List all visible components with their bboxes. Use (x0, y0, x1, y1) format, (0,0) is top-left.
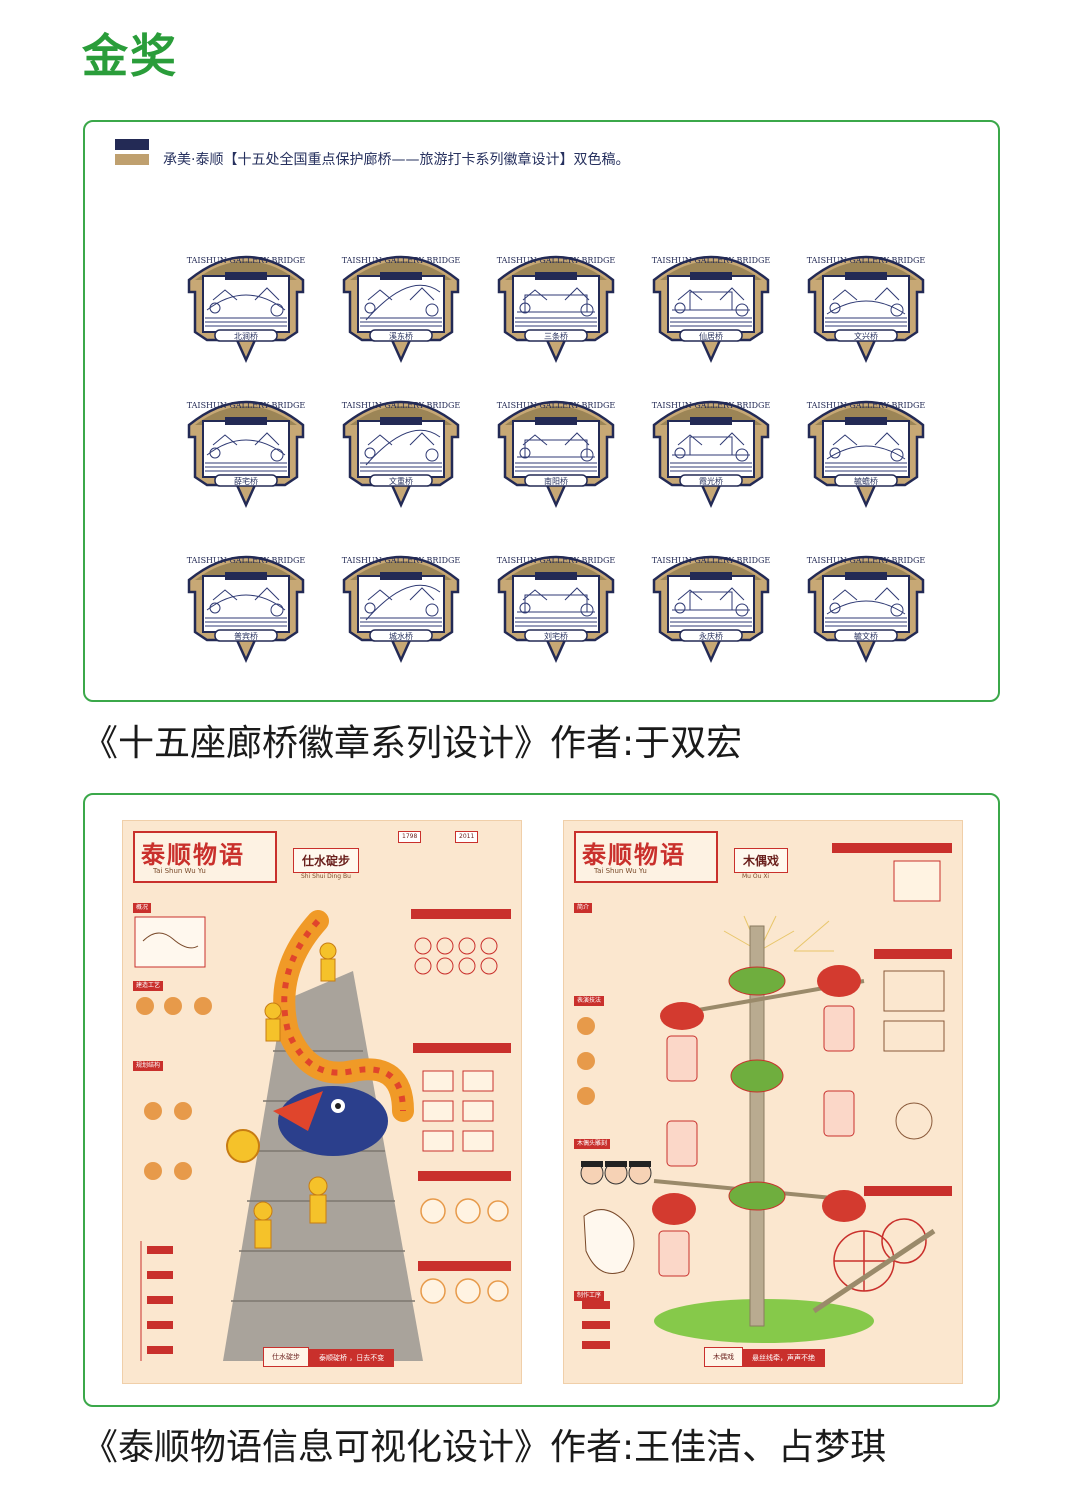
poster-footer-label: 木偶戏 (704, 1347, 743, 1367)
badge-arch-text: TAISHUN GALLERY BRIDGE (652, 556, 771, 565)
section-label: 规划结构 (133, 1061, 164, 1071)
poster-board-frame: 泰顺物语 Tai Shun Wu Yu 仕水碇步 Shi Shui Ding B… (83, 793, 1000, 1407)
poster-title-box (574, 831, 718, 883)
bridge-badge: TAISHUN GALLERY BRIDGE 永庆桥 (650, 540, 772, 668)
section-label: 概况 (133, 903, 152, 913)
badge-name: 南阳桥 (544, 477, 568, 486)
badge-arch-text: TAISHUN GALLERY BRIDGE (342, 556, 461, 565)
badge-arch-text: TAISHUN GALLERY BRIDGE (187, 256, 306, 265)
section-label: 简介 (574, 903, 593, 913)
badge-name: 霞光桥 (699, 477, 723, 486)
year-label: 2011 (455, 831, 479, 843)
poster-dingbu: 泰顺物语 Tai Shun Wu Yu 仕水碇步 Shi Shui Ding B… (122, 820, 522, 1384)
bridge-badge: TAISHUN GALLERY BRIDGE 普宾桥 (185, 540, 307, 668)
badge-arch-text: TAISHUN GALLERY BRIDGE (497, 401, 616, 410)
bridge-badge: TAISHUN GALLERY BRIDGE 三条桥 (495, 240, 617, 368)
badge-arch-text: TAISHUN GALLERY BRIDGE (497, 556, 616, 565)
poster-footer-label: 仕水碇步 (263, 1347, 309, 1367)
badge-name: 文兴桥 (854, 332, 878, 341)
badge-name: 普宾桥 (234, 632, 258, 641)
badge-arch-text: TAISHUN GALLERY BRIDGE (187, 401, 306, 410)
poster-tag: 木偶戏 (734, 848, 789, 873)
poster-title: 泰顺物语 (141, 840, 245, 869)
bridge-badge: TAISHUN GALLERY BRIDGE 薛宅桥 (185, 385, 307, 513)
poster-subtitle: Tai Shun Wu Yu (594, 867, 647, 875)
badge-arch-text: TAISHUN GALLERY BRIDGE (342, 256, 461, 265)
bridge-badge: TAISHUN GALLERY BRIDGE 文重桥 (340, 385, 462, 513)
badge-arch-text: TAISHUN GALLERY BRIDGE (807, 401, 926, 410)
badge-arch-text: TAISHUN GALLERY BRIDGE (342, 401, 461, 410)
badge-arch-text: TAISHUN GALLERY BRIDGE (807, 256, 926, 265)
badge-name: 北涧桥 (234, 332, 258, 341)
badge-name: 仙居桥 (699, 332, 723, 341)
badge-arch-text: TAISHUN GALLERY BRIDGE (187, 556, 306, 565)
poster-title-box (133, 831, 277, 883)
badge-name: 溪东桥 (389, 332, 413, 341)
badge-name: 刘宅桥 (544, 632, 568, 641)
badge-arch-text: TAISHUN GALLERY BRIDGE (807, 556, 926, 565)
bridge-badge: TAISHUN GALLERY BRIDGE 城水桥 (340, 540, 462, 668)
year-label: 1798 (398, 831, 422, 843)
badge-name: 毓蟾桥 (854, 477, 878, 486)
poster-tag: 仕水碇步 (293, 848, 360, 873)
section-label: 木偶头雕刻 (574, 1139, 611, 1149)
badge-name: 永庆桥 (699, 632, 723, 641)
bridge-badge: TAISHUN GALLERY BRIDGE 北涧桥 (185, 240, 307, 368)
work2-caption: 《泰顺物语信息可视化设计》作者:王佳洁、占梦琪 (82, 1427, 887, 1468)
badge-arch-text: TAISHUN GALLERY BRIDGE (497, 256, 616, 265)
bridge-badge: TAISHUN GALLERY BRIDGE 毓蟾桥 (805, 385, 927, 513)
poster-title: 泰顺物语 (582, 840, 686, 869)
section-label: 表演技法 (574, 996, 605, 1006)
dragon-stairs-illustration (134, 909, 511, 1361)
poster-subtitle: Tai Shun Wu Yu (153, 867, 206, 875)
section-label: 制作工序 (574, 1291, 605, 1301)
poster-puppet: 泰顺物语 Tai Shun Wu Yu 木偶戏 Mu Ou Xi 简介 表演技法… (563, 820, 963, 1384)
badge-name: 三条桥 (544, 332, 568, 341)
badge-board-frame: 承美·泰顺【十五处全国重点保护廊桥——旅游打卡系列徽章设计】双色稿。 TAISH… (83, 120, 1000, 702)
poster-footer-slogan: 泰顺碇桥 ，日去不变 (309, 1349, 395, 1367)
bridge-badge: TAISHUN GALLERY BRIDGE 毓文桥 (805, 540, 927, 668)
puppet-pole-illustration (577, 843, 952, 1349)
badge-name: 文重桥 (389, 477, 413, 486)
poster-tag-sub: Mu Ou Xi (742, 873, 770, 880)
board-flag-icon (115, 139, 149, 165)
badge-arch-text: TAISHUN GALLERY BRIDGE (652, 401, 771, 410)
bridge-badge: TAISHUN GALLERY BRIDGE 仙居桥 (650, 240, 772, 368)
poster-tag-sub: Shi Shui Ding Bu (301, 873, 351, 880)
badge-name: 毓文桥 (854, 632, 878, 641)
work1-caption: 《十五座廊桥徽章系列设计》作者:于双宏 (82, 723, 743, 764)
bridge-badge: TAISHUN GALLERY BRIDGE 南阳桥 (495, 385, 617, 513)
bridge-badge: TAISHUN GALLERY BRIDGE 刘宅桥 (495, 540, 617, 668)
badge-name: 薛宅桥 (234, 477, 258, 486)
bridge-badge: TAISHUN GALLERY BRIDGE 溪东桥 (340, 240, 462, 368)
bridge-badge: TAISHUN GALLERY BRIDGE 文兴桥 (805, 240, 927, 368)
board-title: 承美·泰顺【十五处全国重点保护廊桥——旅游打卡系列徽章设计】双色稿。 (163, 152, 630, 168)
poster-footer-slogan: 悬丝线牵，声声不绝 (742, 1349, 825, 1367)
badge-name: 城水桥 (389, 632, 413, 641)
badge-arch-text: TAISHUN GALLERY BRIDGE (652, 256, 771, 265)
section-label: 建造工艺 (133, 981, 164, 991)
bridge-badge: TAISHUN GALLERY BRIDGE 霞光桥 (650, 385, 772, 513)
award-heading: 金奖 (82, 29, 178, 83)
